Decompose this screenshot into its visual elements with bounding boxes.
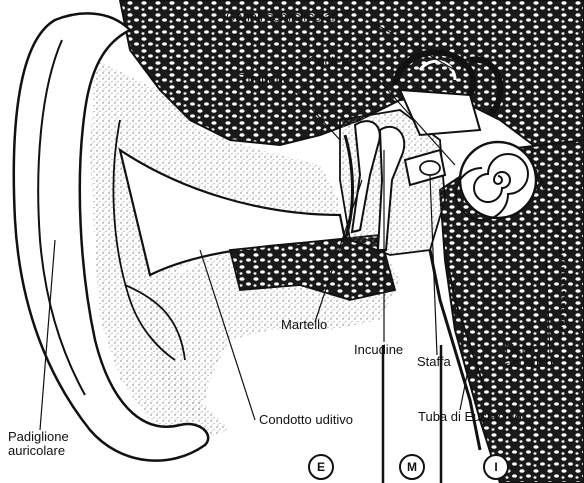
- cochlea-outer: [460, 142, 536, 218]
- label-padiglione-auricolare: Padiglione auricolare: [8, 430, 88, 459]
- label-padiglione-line2: auricolare: [8, 443, 65, 458]
- label-nervo-line2: acustico: [505, 355, 553, 370]
- label-coclea: Coclea: [308, 55, 348, 69]
- oval-window: [420, 161, 440, 175]
- label-condotto-uditivo: Condotto uditivo: [259, 413, 353, 427]
- label-tuba-di-eustachio: Tuba di Eustachio: [418, 410, 522, 424]
- label-canali-semicircolari: Canali semicircolari: [226, 10, 339, 24]
- label-padiglione-line1: Padiglione: [8, 429, 69, 444]
- label-nervo-acustico: Nervo acustico: [505, 342, 577, 371]
- label-timpano: Timpano: [240, 72, 290, 86]
- label-martello: Martello: [281, 318, 327, 332]
- label-nervo-line1: Nervo: [505, 341, 540, 356]
- label-staffa: Staffa: [417, 355, 451, 369]
- region-inner-marker: I: [483, 454, 509, 480]
- region-middle-marker: M: [399, 454, 425, 480]
- label-incudine: Incudine: [354, 343, 403, 357]
- region-external-marker: E: [308, 454, 334, 480]
